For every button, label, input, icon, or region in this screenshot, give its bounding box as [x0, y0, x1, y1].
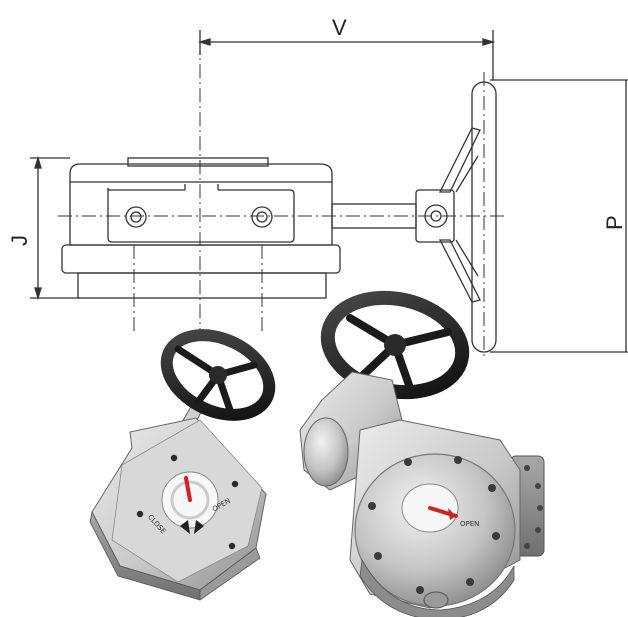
- large-dial-open-label: OPEN: [460, 520, 479, 528]
- small-position-dial: CLOSE OPEN: [146, 471, 232, 535]
- large-actuator-photo: OPEN: [299, 290, 545, 617]
- large-position-dial: OPEN: [401, 483, 479, 533]
- dimension-label-j: J: [7, 235, 32, 246]
- small-actuator-photo: CLOSE OPEN: [89, 329, 276, 601]
- dimension-v: V: [197, 15, 496, 80]
- dimension-p: P: [490, 79, 628, 353]
- input-shaft-outline: [331, 189, 455, 243]
- dimension-j: J: [7, 155, 80, 301]
- gearbox-body-outline: [61, 157, 341, 299]
- handwheel-side-outline: [438, 81, 497, 353]
- small-dial-pointer: [184, 476, 192, 502]
- small-handwheel: [160, 329, 276, 421]
- dimension-label-v: V: [332, 15, 347, 40]
- dimension-label-p: P: [602, 215, 627, 230]
- technical-drawing: V J P: [7, 15, 628, 360]
